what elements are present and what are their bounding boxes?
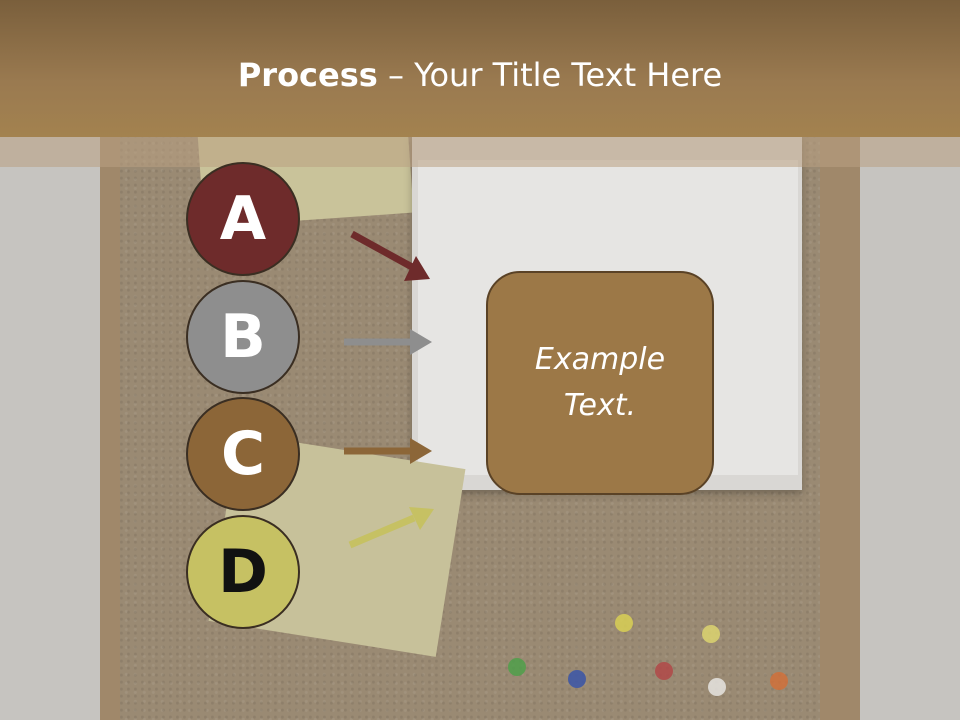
header-shadow [0,137,960,167]
step-circle-c: C [186,397,300,511]
pushpin-icon [770,672,788,690]
pushpin-icon [568,670,586,688]
step-circle-a: A [186,162,300,276]
slide-title: Process – Your Title Text Here [0,50,960,100]
pushpin-icon [655,662,673,680]
pushpin-icon [702,625,720,643]
step-circle-b: B [186,280,300,394]
pushpin-icon [708,678,726,696]
step-circle-d: D [186,515,300,629]
example-text: Example Text. [534,342,666,423]
header-band [0,0,960,137]
pushpin-icon [615,614,633,632]
example-text-box: Example Text. [486,271,714,495]
title-bold: Process [237,56,378,94]
title-rest: – Your Title Text Here [377,56,723,94]
pushpin-icon [508,658,526,676]
